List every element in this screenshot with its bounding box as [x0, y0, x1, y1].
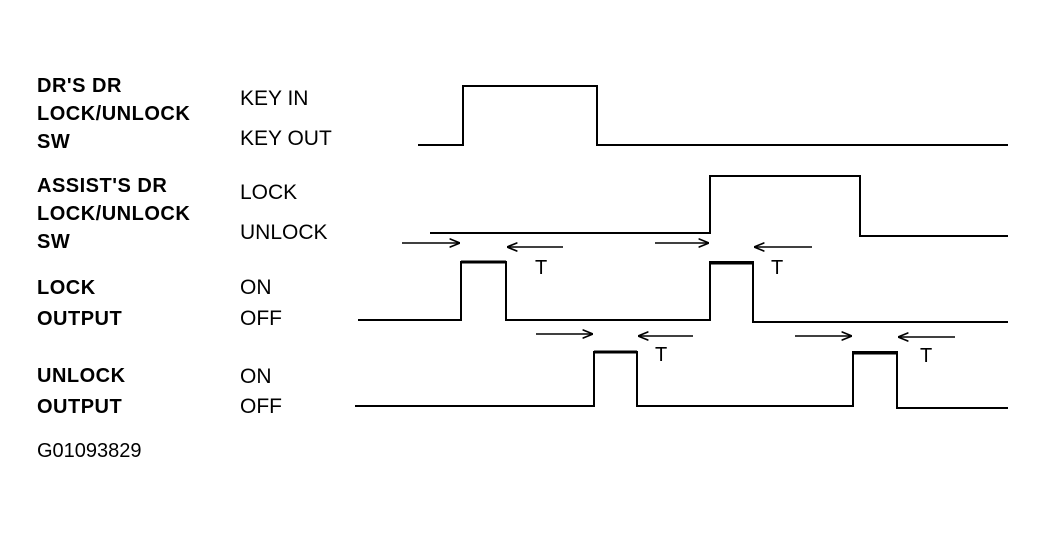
timer-label-4: T [920, 345, 933, 367]
timer-label-3: T [655, 344, 668, 366]
state-label-lock-on: ON [240, 276, 272, 299]
state-label-unlock-off: OFF [240, 395, 282, 418]
state-label-key-out: KEY OUT [240, 127, 332, 150]
signal-name-assist-line-3: SW [37, 231, 71, 253]
signal-name-drs-line-3: SW [37, 131, 71, 153]
signal-name-assist-line-2: LOCK/UNLOCK [37, 203, 191, 225]
signal-name-lock-output-line-2: OUTPUT [37, 308, 123, 330]
waveform-assists-door-switch [430, 175, 1008, 237]
figure-code: G01093829 [37, 440, 142, 462]
timer-label-1: T [535, 257, 548, 279]
waveform-drs-door-switch [418, 85, 1008, 146]
waveform-lock-output [358, 261, 1008, 323]
state-label-lock-off: OFF [240, 307, 282, 330]
signal-name-unlock-output-line-1: UNLOCK [37, 365, 126, 387]
signal-name-drs-line-2: LOCK/UNLOCK [37, 103, 191, 125]
timer-label-2: T [771, 257, 784, 279]
signal-name-unlock-output-line-2: OUTPUT [37, 396, 123, 418]
state-label-lock: LOCK [240, 181, 298, 204]
signal-name-drs-line-1: DR'S DR [37, 75, 122, 97]
signal-name-assist-line-1: ASSIST'S DR [37, 175, 168, 197]
signal-name-lock-output-line-1: LOCK [37, 277, 96, 299]
state-label-unlock: UNLOCK [240, 221, 328, 244]
waveform-unlock-output [355, 351, 1008, 409]
state-label-unlock-on: ON [240, 365, 272, 388]
state-label-key-in: KEY IN [240, 87, 309, 110]
